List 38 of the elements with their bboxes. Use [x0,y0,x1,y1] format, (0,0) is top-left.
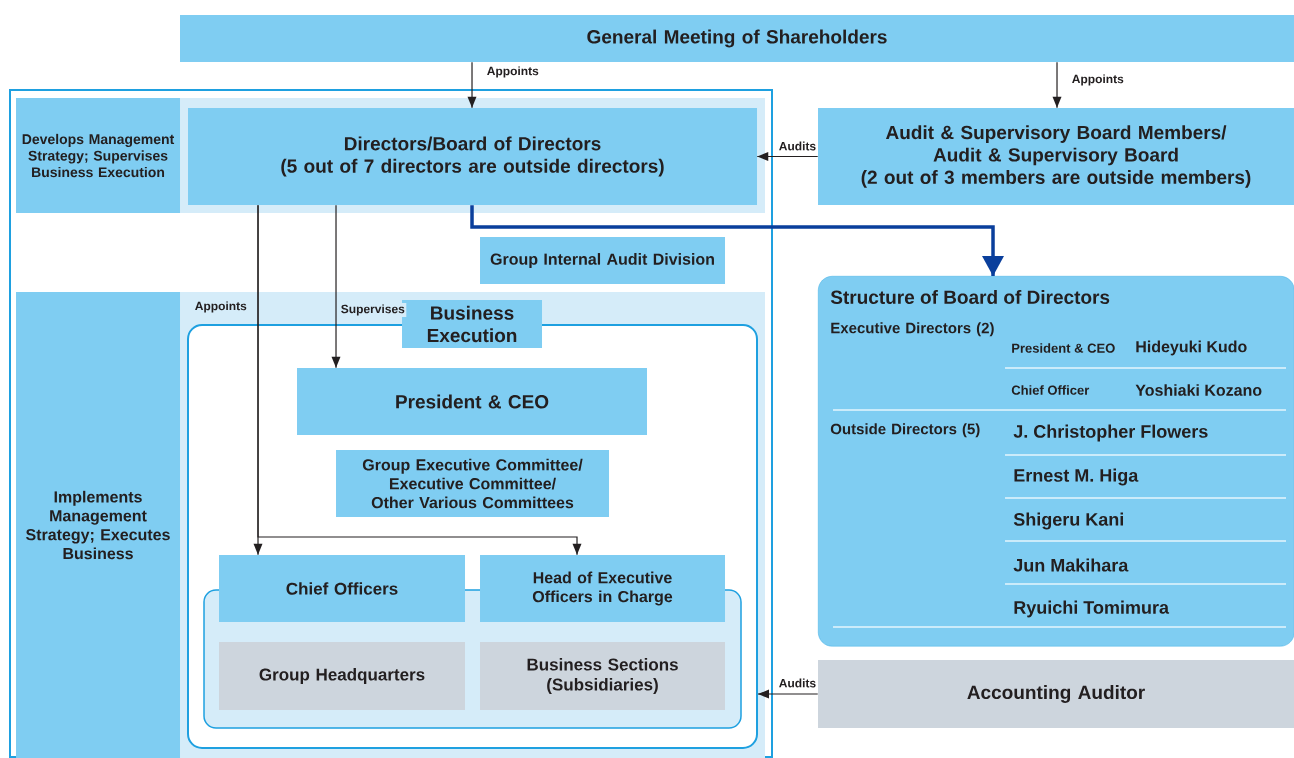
arrow [470,205,1004,276]
arrow [257,204,582,556]
role-label: Chief Officer [1011,385,1090,395]
arrow [757,689,819,699]
arrow [467,61,477,109]
structure-panel [818,276,1294,647]
director-name: Hideyuki Kudo [1136,340,1247,356]
panel-heading: Structure of Board of Directors [830,290,1110,304]
section-box: Business Sections (Subsidiaries) [480,642,725,710]
division-box: Group Internal Audit Division [480,237,725,284]
role-label: President & CEO [1012,343,1115,353]
header-bar: General Meeting of Shareholders [180,15,1294,62]
role-box: Develops Management Strategy; Supervises Business Execution [16,98,180,213]
director-name: Ernest M. Higa [1014,468,1139,486]
node-label: Business [431,305,514,320]
board-box: Audit & Supervisory Board Members/ Audit & Supervisory Board (2 out of 3 members are outside members) [818,108,1294,205]
director-name: Ryuichi Tomimura [1014,600,1170,618]
auditor-box: Accounting Auditor [818,660,1294,728]
director-name: Shigeru Kani [1013,512,1123,530]
officer-box: Chief Officers [219,555,465,622]
officer-box: Head of Executive Officers in Charge [480,555,725,622]
edge-label: Audits [777,677,818,689]
role-box: Implements Management Strategy; Executes Business [16,292,180,758]
director-name: Jun Makihara [1013,558,1129,572]
section-box: Group Headquarters [219,642,465,710]
director-name: Yoshiaki Kozano [1135,384,1262,396]
arrow [1052,61,1062,109]
board-box: Directors/Board of Directors (5 out of 7 directors are outside directors) [188,108,757,205]
committee-box: Group Executive Committee/ Executive Committee/ Other Various Committees [336,450,609,517]
arrow [756,152,819,161]
edge-label: Appoints [1070,72,1126,88]
group-label: Executive Directors (2) [831,322,994,337]
director-name: J. Christopher Flowers [1013,424,1208,442]
group-label: Outside Directors (5) [830,423,980,438]
edge-label: Audits [777,140,818,152]
officer-box: President & CEO [297,368,647,435]
edge-label: Appoints [485,64,541,80]
arrow [331,204,341,369]
